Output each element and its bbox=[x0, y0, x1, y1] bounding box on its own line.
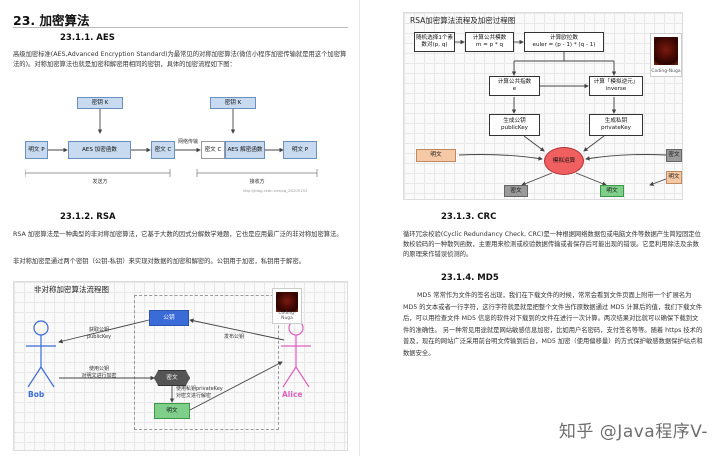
rsa-step-public-key: 生成公钥 publicKey bbox=[489, 114, 540, 136]
asymmetric-arrows bbox=[26, 318, 311, 411]
rsa-paragraph-2: 非对称加密是通过两个密钥（公钥-私钥）来实现对数据的加密和解密的。公钥用于加密，… bbox=[13, 258, 305, 265]
crc-paragraph: 循环冗余校验(Cyclic Redundancy Check, CRC)是一种根… bbox=[403, 231, 701, 258]
title-rule bbox=[13, 27, 348, 28]
bob-label: Bob bbox=[28, 390, 45, 399]
md5-heading: 23.1.4. MD5 bbox=[441, 273, 499, 283]
aes-diagram: 密钥 K 密钥 K 明文 P AES 加密函数 密文 C 网络传输 密文 C A… bbox=[25, 95, 325, 195]
rsa-step-choose-primes: 随机选择1个素 数对(p, q) bbox=[414, 32, 455, 52]
rsa-step-public-exponent: 计算公共指数 e bbox=[489, 76, 540, 96]
ciphertext-right: 密文 C bbox=[201, 141, 225, 159]
alice-label: Alice bbox=[282, 390, 303, 399]
rsa-flow-diagram: RSA加密算法流程及加密过程图 随机选择1个素 数对(p, bbox=[403, 12, 683, 200]
ciphertext-left: 密文 C bbox=[151, 141, 175, 159]
modular-operation-circle: 模拟运算 bbox=[544, 147, 584, 175]
author-photo-right: Coding-Nuga bbox=[650, 33, 682, 77]
publish-key-label: 发布公钥 bbox=[223, 334, 244, 340]
author-photo-caption: Coding-Nuga bbox=[278, 311, 296, 321]
receiver-label: 接收方 bbox=[249, 179, 265, 185]
key-k-left: 密钥 K bbox=[77, 97, 123, 109]
network-label: 网络传输 bbox=[177, 139, 198, 145]
rsa-plaintext-left: 明文 bbox=[416, 149, 456, 162]
rsa-step-private-key: 生成私钥 privateKey bbox=[589, 114, 643, 136]
rsa-ciphertext-bottom: 密文 bbox=[504, 185, 528, 197]
cipher-box: 密文 bbox=[154, 370, 190, 386]
aes-paragraph: 高级加密标准(AES,Advanced Encryption Standard)… bbox=[13, 51, 347, 68]
decrypt-label: 使用私钥privateKey 对密文进行解密 bbox=[176, 386, 223, 399]
aes-encrypt-box: AES 加密函数 bbox=[68, 141, 131, 159]
public-key-box: 公钥 bbox=[149, 310, 189, 326]
sender-label: 发送方 bbox=[92, 179, 108, 185]
asymmetric-title: 非对称加密算法流程图 bbox=[34, 285, 109, 294]
left-page: 23. 加密算法 23.1.1. AES 高级加密标准(AES,Advanced… bbox=[13, 0, 360, 456]
section-title: 23. 加密算法 bbox=[13, 13, 90, 28]
plaintext-box: 明文 bbox=[154, 403, 190, 419]
rsa-step-modulus: 计算公共模数 m = p * q bbox=[465, 32, 514, 52]
rsa-heading: 23.1.2. RSA bbox=[60, 212, 116, 222]
rsa-flow-arrows bbox=[455, 39, 667, 186]
rsa-flow-title: RSA加密算法流程及加密过程图 bbox=[410, 16, 516, 25]
right-page: RSA加密算法流程及加密过程图 随机选择1个素 数对(p, bbox=[361, 0, 720, 456]
author-photo: Coding-Nuga bbox=[272, 288, 302, 324]
md5-paragraph: MD5 常常作为文件的签名出现，我们在下载文件的时候，常常会看到文件页面上附带一… bbox=[403, 292, 703, 357]
rsa-paragraph-1: RSA 加密算法是一种典型的非对称加密算法，它基于大数的因式分解数学难题，它也是… bbox=[13, 231, 343, 238]
plaintext-left: 明文 P bbox=[25, 141, 48, 159]
aes-decrypt-box: AES 解密函数 bbox=[225, 141, 265, 159]
rsa-ciphertext-right-top: 密文 bbox=[666, 149, 682, 162]
aes-heading: 23.1.1. AES bbox=[60, 33, 115, 43]
rsa-plaintext-right: 明文 bbox=[666, 171, 682, 184]
aes-arrows bbox=[25, 109, 318, 177]
blog-watermark: http://blog.csdn.net/qq_28205153 bbox=[242, 188, 308, 193]
key-k-right: 密钥 K bbox=[210, 97, 256, 109]
encrypt-label: 使用公钥 对明文进行加密 bbox=[81, 366, 117, 379]
rsa-plaintext-bottom: 明文 bbox=[600, 185, 624, 197]
author-photo-image bbox=[276, 292, 298, 312]
crc-heading: 23.1.3. CRC bbox=[441, 212, 497, 222]
rsa-step-inverse: 计算「模拟逆元」 inverse bbox=[589, 76, 643, 96]
author-photo-right-image bbox=[654, 37, 678, 65]
rsa-step-euler: 计算欧拉数 euler = (p - 1) * (q - 1) bbox=[524, 32, 604, 52]
get-public-key-label: 获取公钥 publicKey bbox=[86, 327, 112, 340]
plaintext-right: 明文 P bbox=[283, 141, 317, 159]
author-photo-right-caption: Coding-Nuga bbox=[651, 69, 681, 74]
zhihu-watermark: 知乎 @Java程序V- bbox=[558, 422, 708, 442]
asymmetric-diagram: 非对称加密算法流程图 bbox=[13, 281, 348, 451]
